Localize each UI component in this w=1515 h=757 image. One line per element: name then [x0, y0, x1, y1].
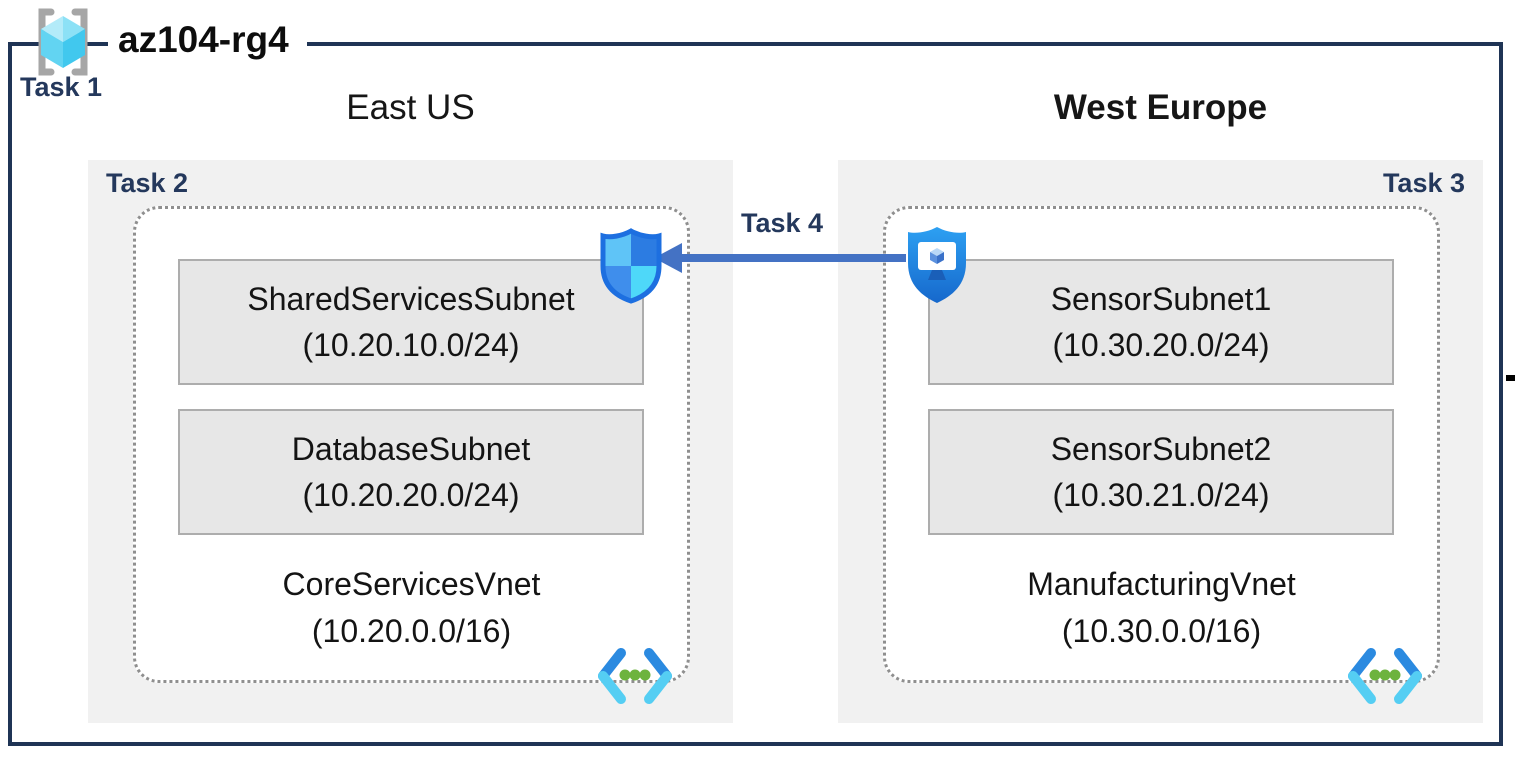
subnet-cidr: (10.20.20.0/24) [302, 477, 520, 513]
vnet-name-label: ManufacturingVnet (10.30.0.0/16) [886, 561, 1437, 655]
subnet-name: SharedServicesSubnet [247, 281, 575, 317]
subnet-name: DatabaseSubnet [291, 431, 531, 467]
database-subnet-box: DatabaseSubnet (10.20.20.0/24) [178, 409, 644, 535]
region-box-west-europe: Task 3 SensorSubnet1 (10.30.20.0/24) Sen… [838, 160, 1483, 723]
region-label-west-europe: West Europe [1053, 88, 1268, 127]
vnet-name: CoreServicesVnet [282, 566, 541, 602]
task-2-label: Task 2 [106, 168, 189, 198]
manufacturing-vnet-box: SensorSubnet1 (10.30.20.0/24) SensorSubn… [883, 206, 1440, 704]
sensor-subnet-2-box: SensorSubnet2 (10.30.21.0/24) [928, 409, 1394, 535]
resource-group-border [8, 42, 1503, 746]
sensor-subnet-1-box: SensorSubnet1 (10.30.20.0/24) [928, 259, 1394, 385]
subnet-cidr: (10.30.20.0/24) [1052, 327, 1270, 363]
subnet-cidr: (10.20.10.0/24) [302, 327, 520, 363]
vnet-name-label: CoreServicesVnet (10.20.0.0/16) [136, 561, 687, 655]
network-manager-shield-monitor-icon [908, 227, 966, 303]
region-box-east-us: Task 2 SharedServicesSubnet (10.20.10.0/… [88, 160, 733, 723]
task-4-label: Task 4 [740, 208, 824, 238]
subnet-name: SensorSubnet1 [1050, 281, 1272, 317]
subnet-cidr: (10.30.21.0/24) [1052, 477, 1270, 513]
network-security-group-shield-icon [600, 228, 662, 304]
vnet-cidr: (10.30.0.0/16) [1061, 613, 1262, 649]
shared-services-subnet-box: SharedServicesSubnet (10.20.10.0/24) [178, 259, 644, 385]
region-label-east-us: East US [346, 88, 475, 127]
task-1-label: Task 1 [20, 72, 103, 102]
peering-arrow-shaft [680, 254, 906, 262]
resource-group-name: az104-rg4 [108, 17, 307, 67]
subnet-name: SensorSubnet2 [1050, 431, 1272, 467]
core-services-vnet-box: SharedServicesSubnet (10.20.10.0/24) Dat… [133, 206, 690, 704]
task-3-label: Task 3 [1382, 168, 1465, 198]
vnet-name: ManufacturingVnet [1027, 566, 1296, 602]
virtual-network-icon [598, 648, 672, 704]
virtual-network-icon [1348, 648, 1422, 704]
resource-group-legend: az104-rg4 [24, 3, 307, 81]
resource-group-icon [38, 8, 88, 76]
edge-artifact-dash [1506, 375, 1515, 381]
vnet-cidr: (10.20.0.0/16) [311, 613, 512, 649]
